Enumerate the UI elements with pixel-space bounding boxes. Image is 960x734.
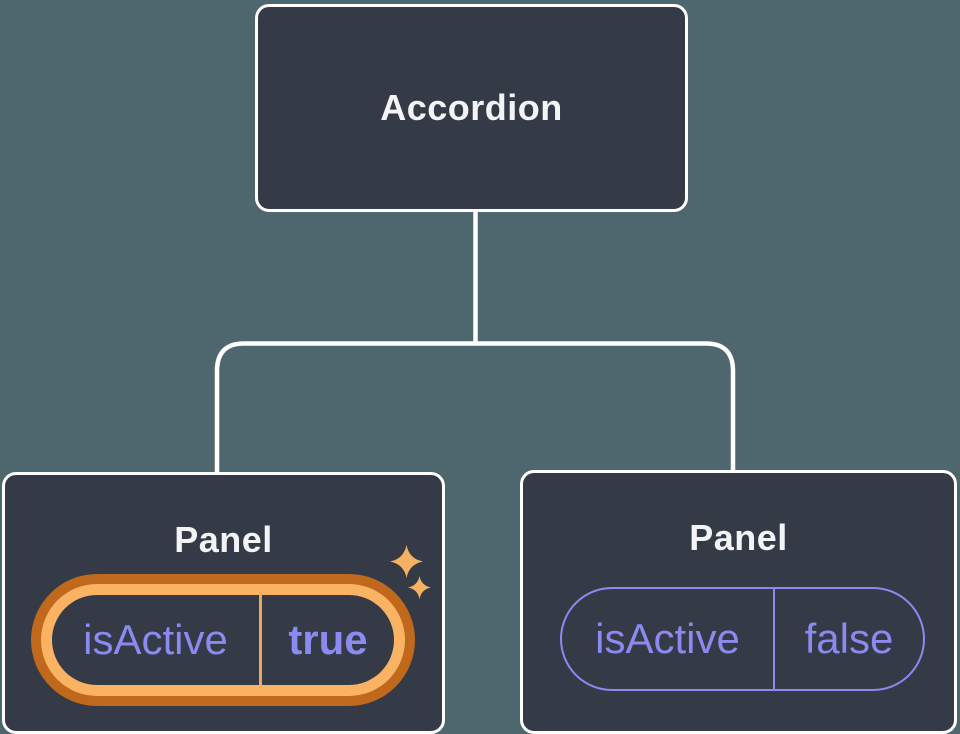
panel-left-label: Panel [174,519,273,560]
state-pill-outlined: isActive false [560,587,925,691]
sparkle-large-icon [390,545,423,578]
state-pill-highlighted: isActive true [31,574,415,706]
state-value: true [288,616,368,663]
component-node-accordion: Accordion [255,4,688,212]
component-node-panel-left: Panel isActive true [2,472,445,734]
sparkle-small-icon [408,576,431,599]
accordion-node-label: Accordion [380,87,563,128]
state-value: false [804,615,894,662]
state-name: isActive [83,616,228,663]
connector-branch [214,341,736,473]
state-pill-inner: isActive true [52,595,394,685]
component-node-panel-right: Panel isActive false [520,470,957,734]
state-name: isActive [595,615,740,662]
panel-right-label: Panel [689,517,788,558]
state-pill-divider [259,595,262,685]
state-pill-gold-ring: isActive true [41,584,405,696]
state-pill-divider [773,589,775,689]
